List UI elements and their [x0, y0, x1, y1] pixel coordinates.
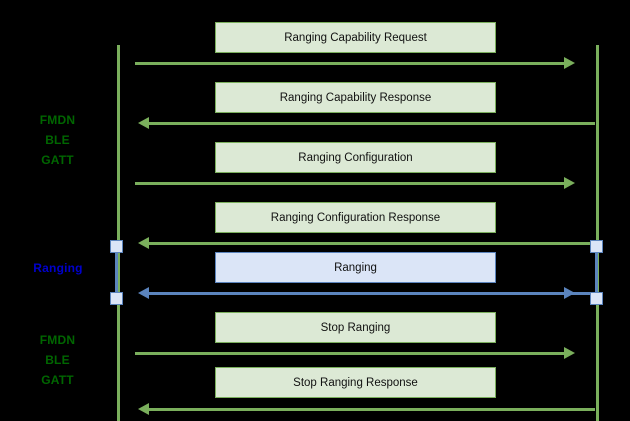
arrow-head-right-icon	[564, 347, 575, 359]
left-activation-node-top	[110, 240, 123, 253]
message-box-ranging-configuration: Ranging Configuration	[215, 142, 496, 173]
message-box-ranging: Ranging	[215, 252, 496, 283]
arrow-head-left-icon	[138, 117, 149, 129]
message-arrow-stop-ranging	[135, 352, 565, 355]
right-activation-node-bottom	[590, 292, 603, 305]
left-activation-bar	[115, 243, 118, 303]
message-box-stop-ranging: Stop Ranging	[215, 312, 496, 343]
message-arrow-ranging-configuration	[135, 182, 565, 185]
right-lifeline	[596, 45, 599, 421]
arrow-head-right-icon	[564, 287, 575, 299]
message-arrow-stop-ranging-response	[149, 408, 595, 411]
phase-label-ranging: Ranging	[33, 261, 83, 275]
arrow-head-right-icon	[564, 177, 575, 189]
message-box-stop-ranging-response: Stop Ranging Response	[215, 367, 496, 398]
message-box-ranging-capability-request: Ranging Capability Request	[215, 22, 496, 53]
left-lifeline	[117, 45, 120, 421]
arrow-head-right-icon	[564, 57, 575, 69]
phase-label-fmdn-ble-gatt-top: FMDN BLE GATT	[39, 113, 76, 167]
arrow-head-left-icon	[138, 237, 149, 249]
phase-label-fmdn-ble-gatt-bottom: FMDN BLE GATT	[39, 333, 76, 387]
message-arrow-ranging	[149, 292, 590, 295]
message-arrow-ranging-capability-request	[135, 62, 565, 65]
right-activation-bar	[595, 243, 598, 303]
message-arrow-ranging-configuration-response	[149, 242, 590, 245]
arrow-head-left-icon	[138, 287, 149, 299]
arrow-head-left-icon	[138, 403, 149, 415]
message-box-ranging-configuration-response: Ranging Configuration Response	[215, 202, 496, 233]
message-arrow-ranging-capability-response	[149, 122, 595, 125]
right-activation-node-top	[590, 240, 603, 253]
message-box-ranging-capability-response: Ranging Capability Response	[215, 82, 496, 113]
left-activation-node-bottom	[110, 292, 123, 305]
